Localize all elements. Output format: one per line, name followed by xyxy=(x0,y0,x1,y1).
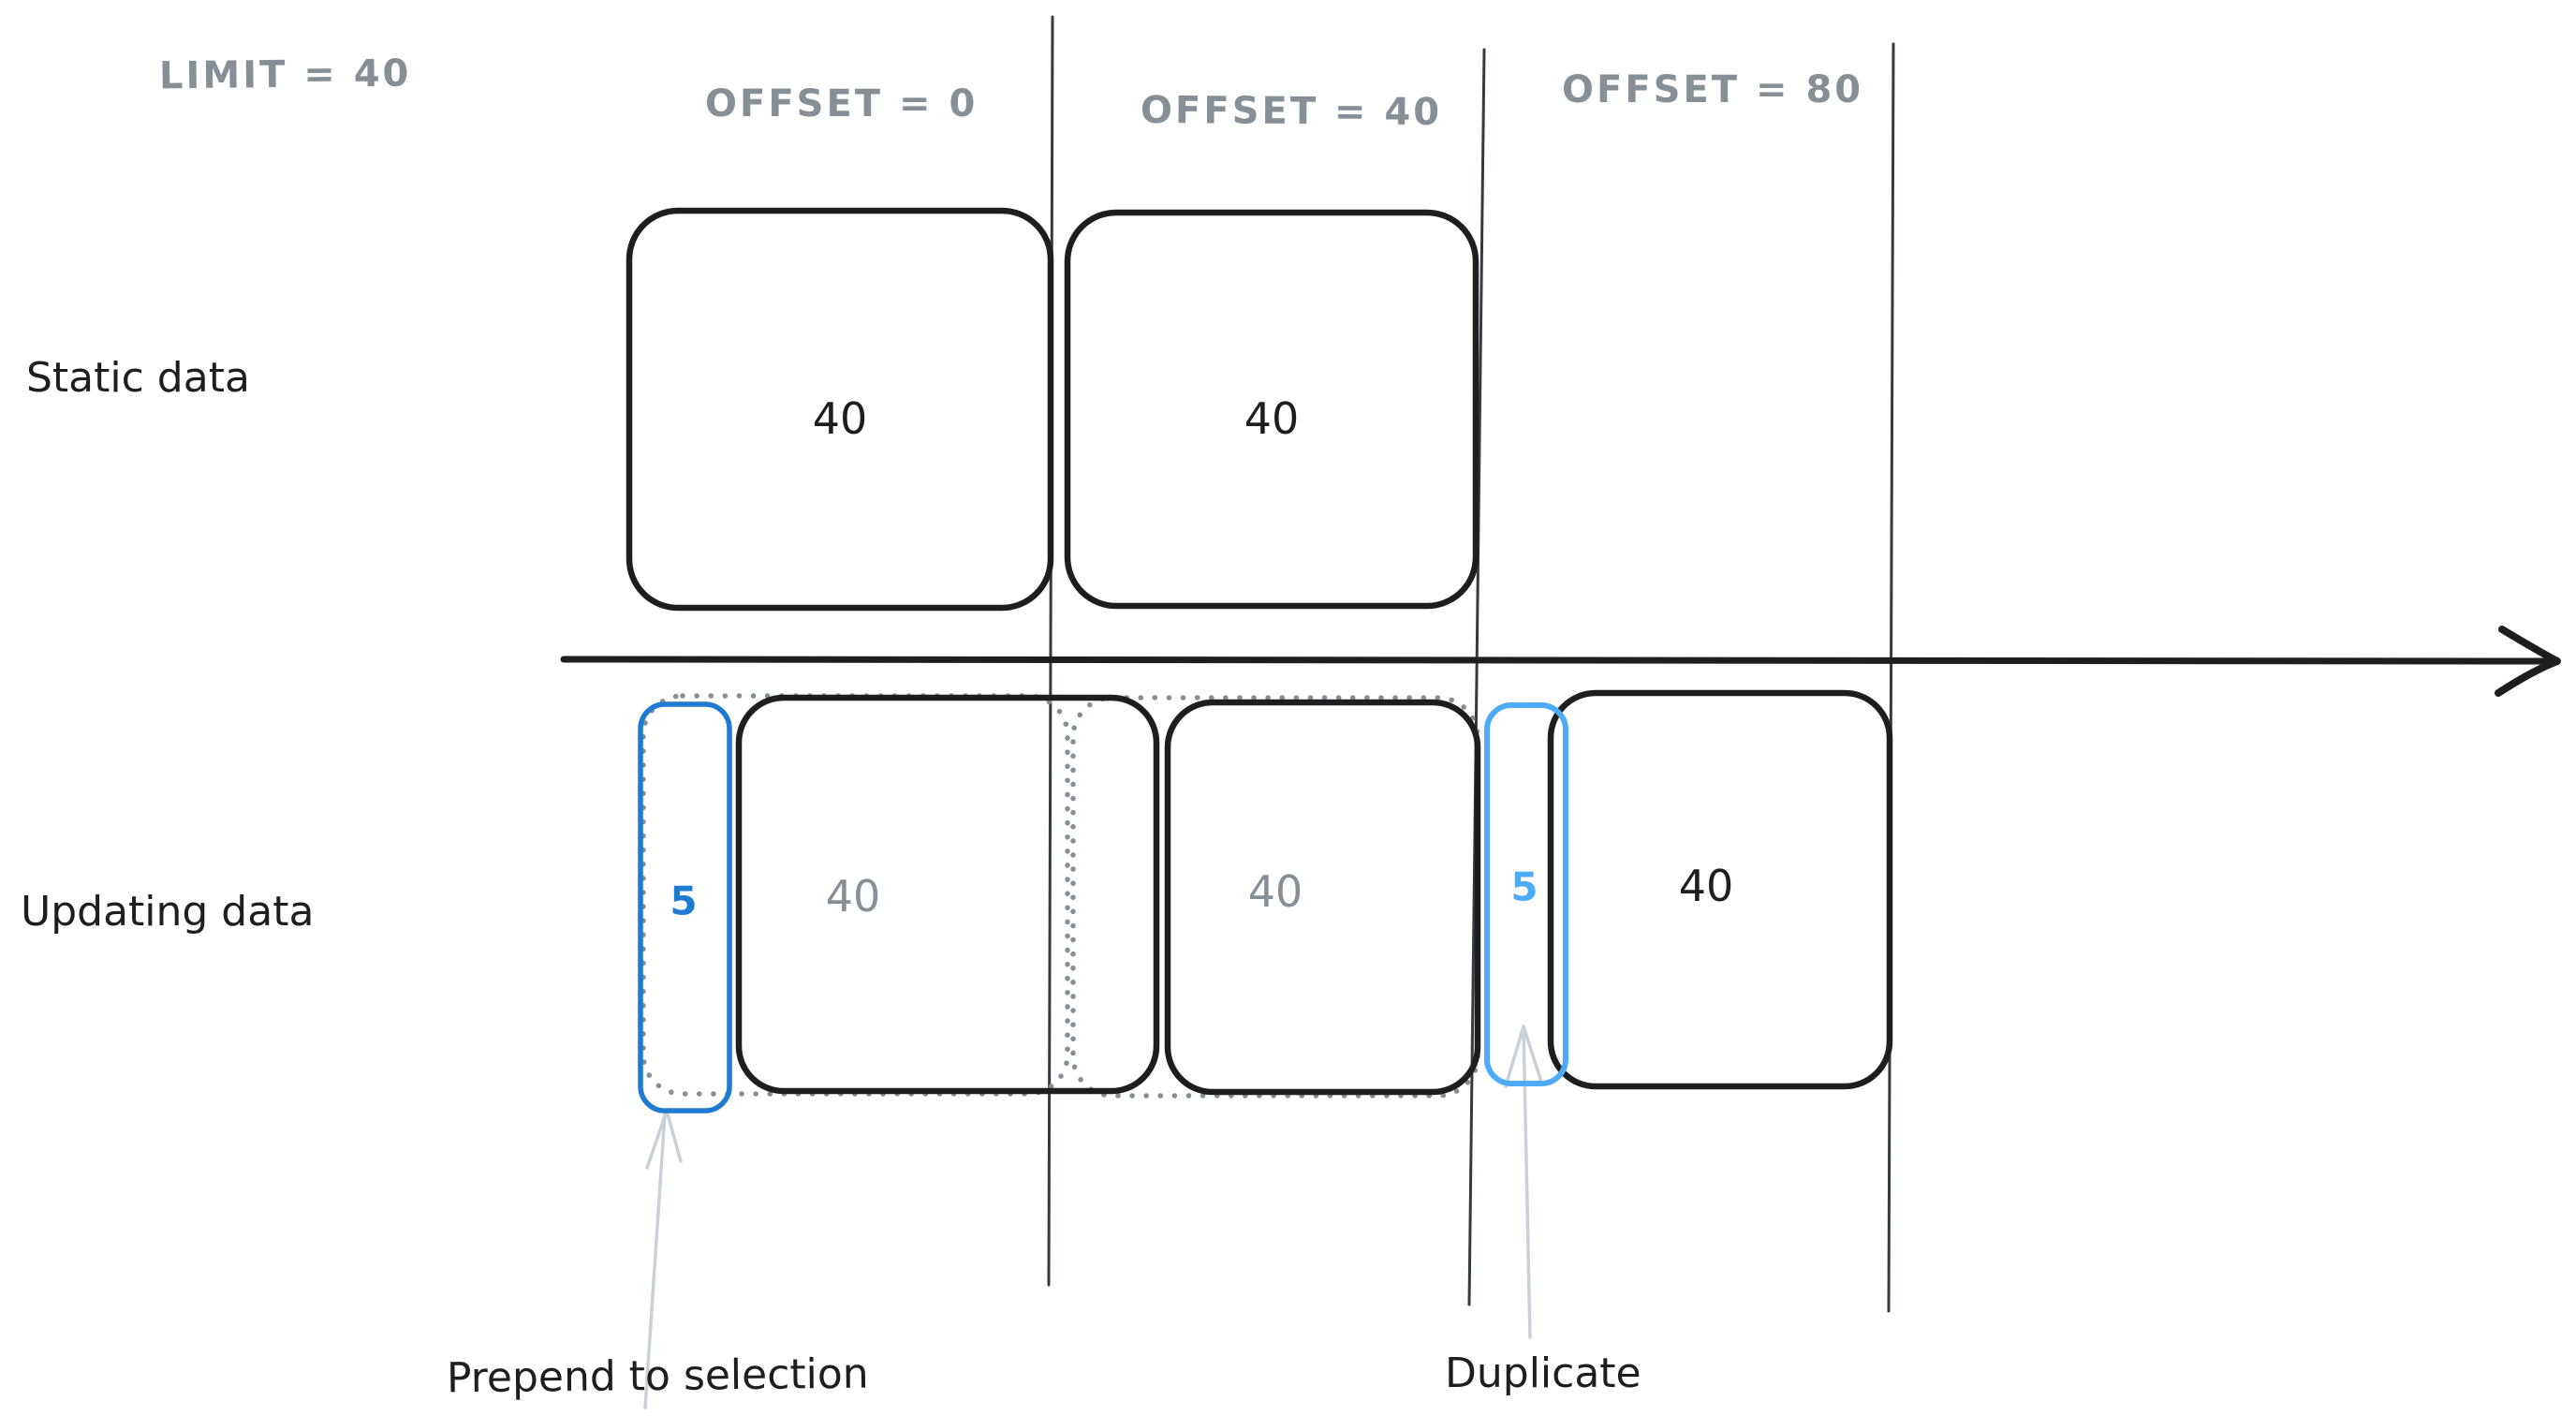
prepend-annotation-label: Prepend to selection xyxy=(446,1350,869,1403)
static-data-row-label: Static data xyxy=(26,354,250,402)
divider-right-line xyxy=(1887,42,1895,1313)
ghost-old-page-2-box xyxy=(1070,695,1480,1099)
duplicate-arrow-shaft xyxy=(1522,1025,1532,1339)
duplicate-annotation-label: Duplicate xyxy=(1445,1350,1641,1397)
limit-label: LIMIT = 40 xyxy=(158,52,412,98)
offset-40-label: OFFSET = 40 xyxy=(1140,88,1443,135)
static-page-2-box xyxy=(1064,209,1479,610)
duplicate-arrowhead xyxy=(1504,1025,1543,1088)
prepended-items-count: 5 xyxy=(670,878,698,924)
updating-data-row-label: Updating data xyxy=(21,888,315,936)
static-page-1-count: 40 xyxy=(812,393,868,444)
duplicate-items-box xyxy=(1484,702,1568,1086)
divider-offset-40-line xyxy=(1047,15,1054,1287)
prepend-arrow-shaft xyxy=(643,1113,667,1409)
timeline-arrowhead xyxy=(2495,626,2561,697)
offset-80-label: OFFSET = 80 xyxy=(1562,68,1864,111)
updating-page-2-count: 40 xyxy=(1247,866,1303,917)
prepended-items-box xyxy=(638,701,732,1114)
updating-page-1-box xyxy=(735,694,1160,1095)
divider-offset-80-line xyxy=(1467,48,1486,1306)
timeline-arrow-shaft xyxy=(560,656,2551,665)
static-page-1-box xyxy=(626,207,1054,612)
updating-page-3-count: 40 xyxy=(1678,861,1734,911)
updating-page-3-box xyxy=(1547,689,1893,1090)
duplicate-items-count: 5 xyxy=(1510,863,1538,910)
updating-page-2-box xyxy=(1164,699,1481,1096)
updating-page-1-count: 40 xyxy=(825,871,881,922)
offset-0-label: OFFSET = 0 xyxy=(705,82,979,125)
static-page-2-count: 40 xyxy=(1244,393,1300,444)
